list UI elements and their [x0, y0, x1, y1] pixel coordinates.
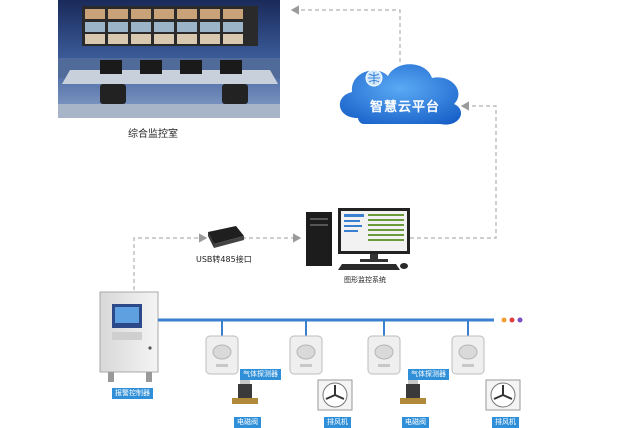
solenoid-valve-icon	[400, 378, 426, 404]
exhaust-fan-icon	[485, 379, 521, 411]
control-room-photo	[58, 0, 280, 118]
connector-lines	[133, 5, 497, 290]
detector-tag: 气体探测器	[240, 369, 281, 380]
monitor-system-label: 图形监控系统	[344, 276, 386, 284]
exhaust-fan-icon	[317, 379, 353, 411]
bus-line	[158, 317, 523, 323]
valve-tag: 电磁阀	[402, 417, 429, 428]
controller-tag: 报警控制器	[112, 388, 153, 399]
fan-tag: 排风机	[492, 417, 519, 428]
gas-detector-icon	[367, 335, 401, 375]
control-room-label: 综合监控室	[128, 129, 178, 140]
drop-lines	[221, 320, 469, 336]
gas-detector-icon	[205, 335, 239, 375]
solenoid-valve-icon	[232, 378, 258, 404]
gas-detector-icon	[451, 335, 485, 375]
gas-detector-icon	[289, 335, 323, 375]
fan-tag: 排风机	[324, 417, 351, 428]
valve-tag: 电磁阀	[234, 417, 261, 428]
cloud-platform-label: 智慧云平台	[370, 100, 441, 115]
cloud-platform-icon	[339, 64, 462, 125]
usb-485-converter-icon	[208, 226, 244, 248]
detector-tag: 气体探测器	[408, 369, 449, 380]
alarm-controller-icon	[99, 291, 159, 382]
monitoring-computer-icon	[306, 208, 410, 270]
usb-converter-label: USB转485接口	[196, 255, 252, 264]
